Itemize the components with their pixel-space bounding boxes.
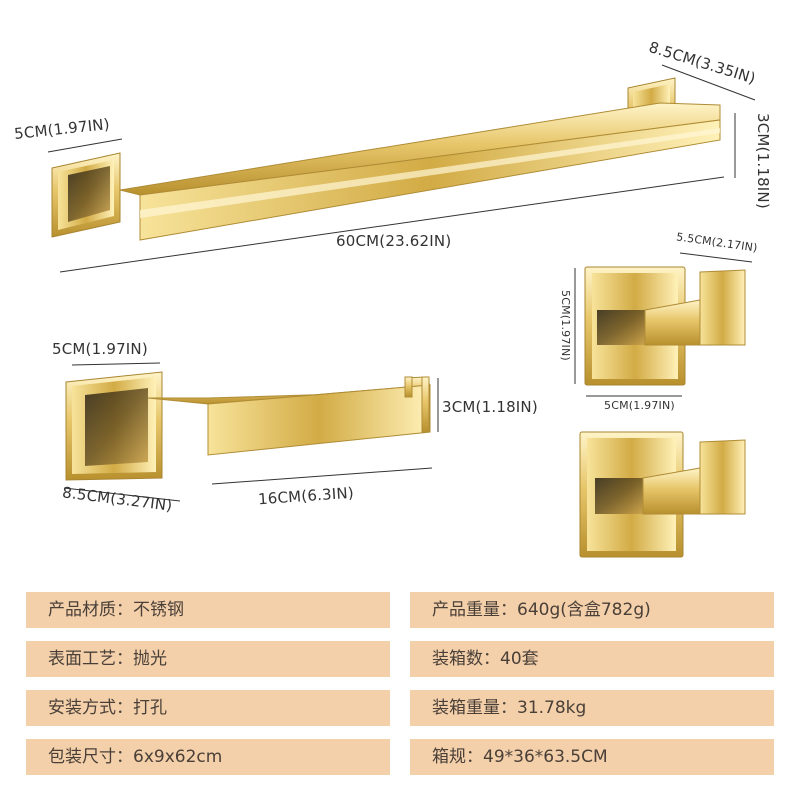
dim-bar-height: 3CM(1.18IN): [754, 113, 772, 209]
spec-carton-qty: 装箱数：40套: [410, 641, 774, 677]
towel-bar: [51, 77, 721, 241]
robe-hook-2: [579, 431, 746, 558]
dim-hook-height: 5CM(1.97IN): [559, 290, 572, 361]
spec-weight: 产品重量：640g(含盒782g): [410, 592, 774, 628]
dimension-lines: [47, 64, 756, 502]
dim-holder-height: 3CM(1.18IN): [442, 398, 538, 416]
dim-hook-width: 5CM(1.97IN): [604, 399, 675, 412]
dim-bar-length: 60CM(23.62IN): [336, 232, 452, 250]
robe-hook-1: [584, 266, 746, 386]
paper-holder: [65, 371, 431, 481]
spec-material: 产品材质：不锈钢: [26, 592, 390, 628]
dim-holder-width: 5CM(1.97IN): [52, 340, 148, 358]
spec-package-size: 包装尺寸：6x9x62cm: [26, 739, 390, 775]
product-illustration: [47, 64, 756, 558]
spec-finish: 表面工艺：抛光: [26, 641, 390, 677]
spec-carton-size: 箱规：49*36*63.5CM: [410, 739, 774, 775]
spec-carton-weight: 装箱重量：31.78kg: [410, 690, 774, 726]
spec-install: 安装方式：打孔: [26, 690, 390, 726]
